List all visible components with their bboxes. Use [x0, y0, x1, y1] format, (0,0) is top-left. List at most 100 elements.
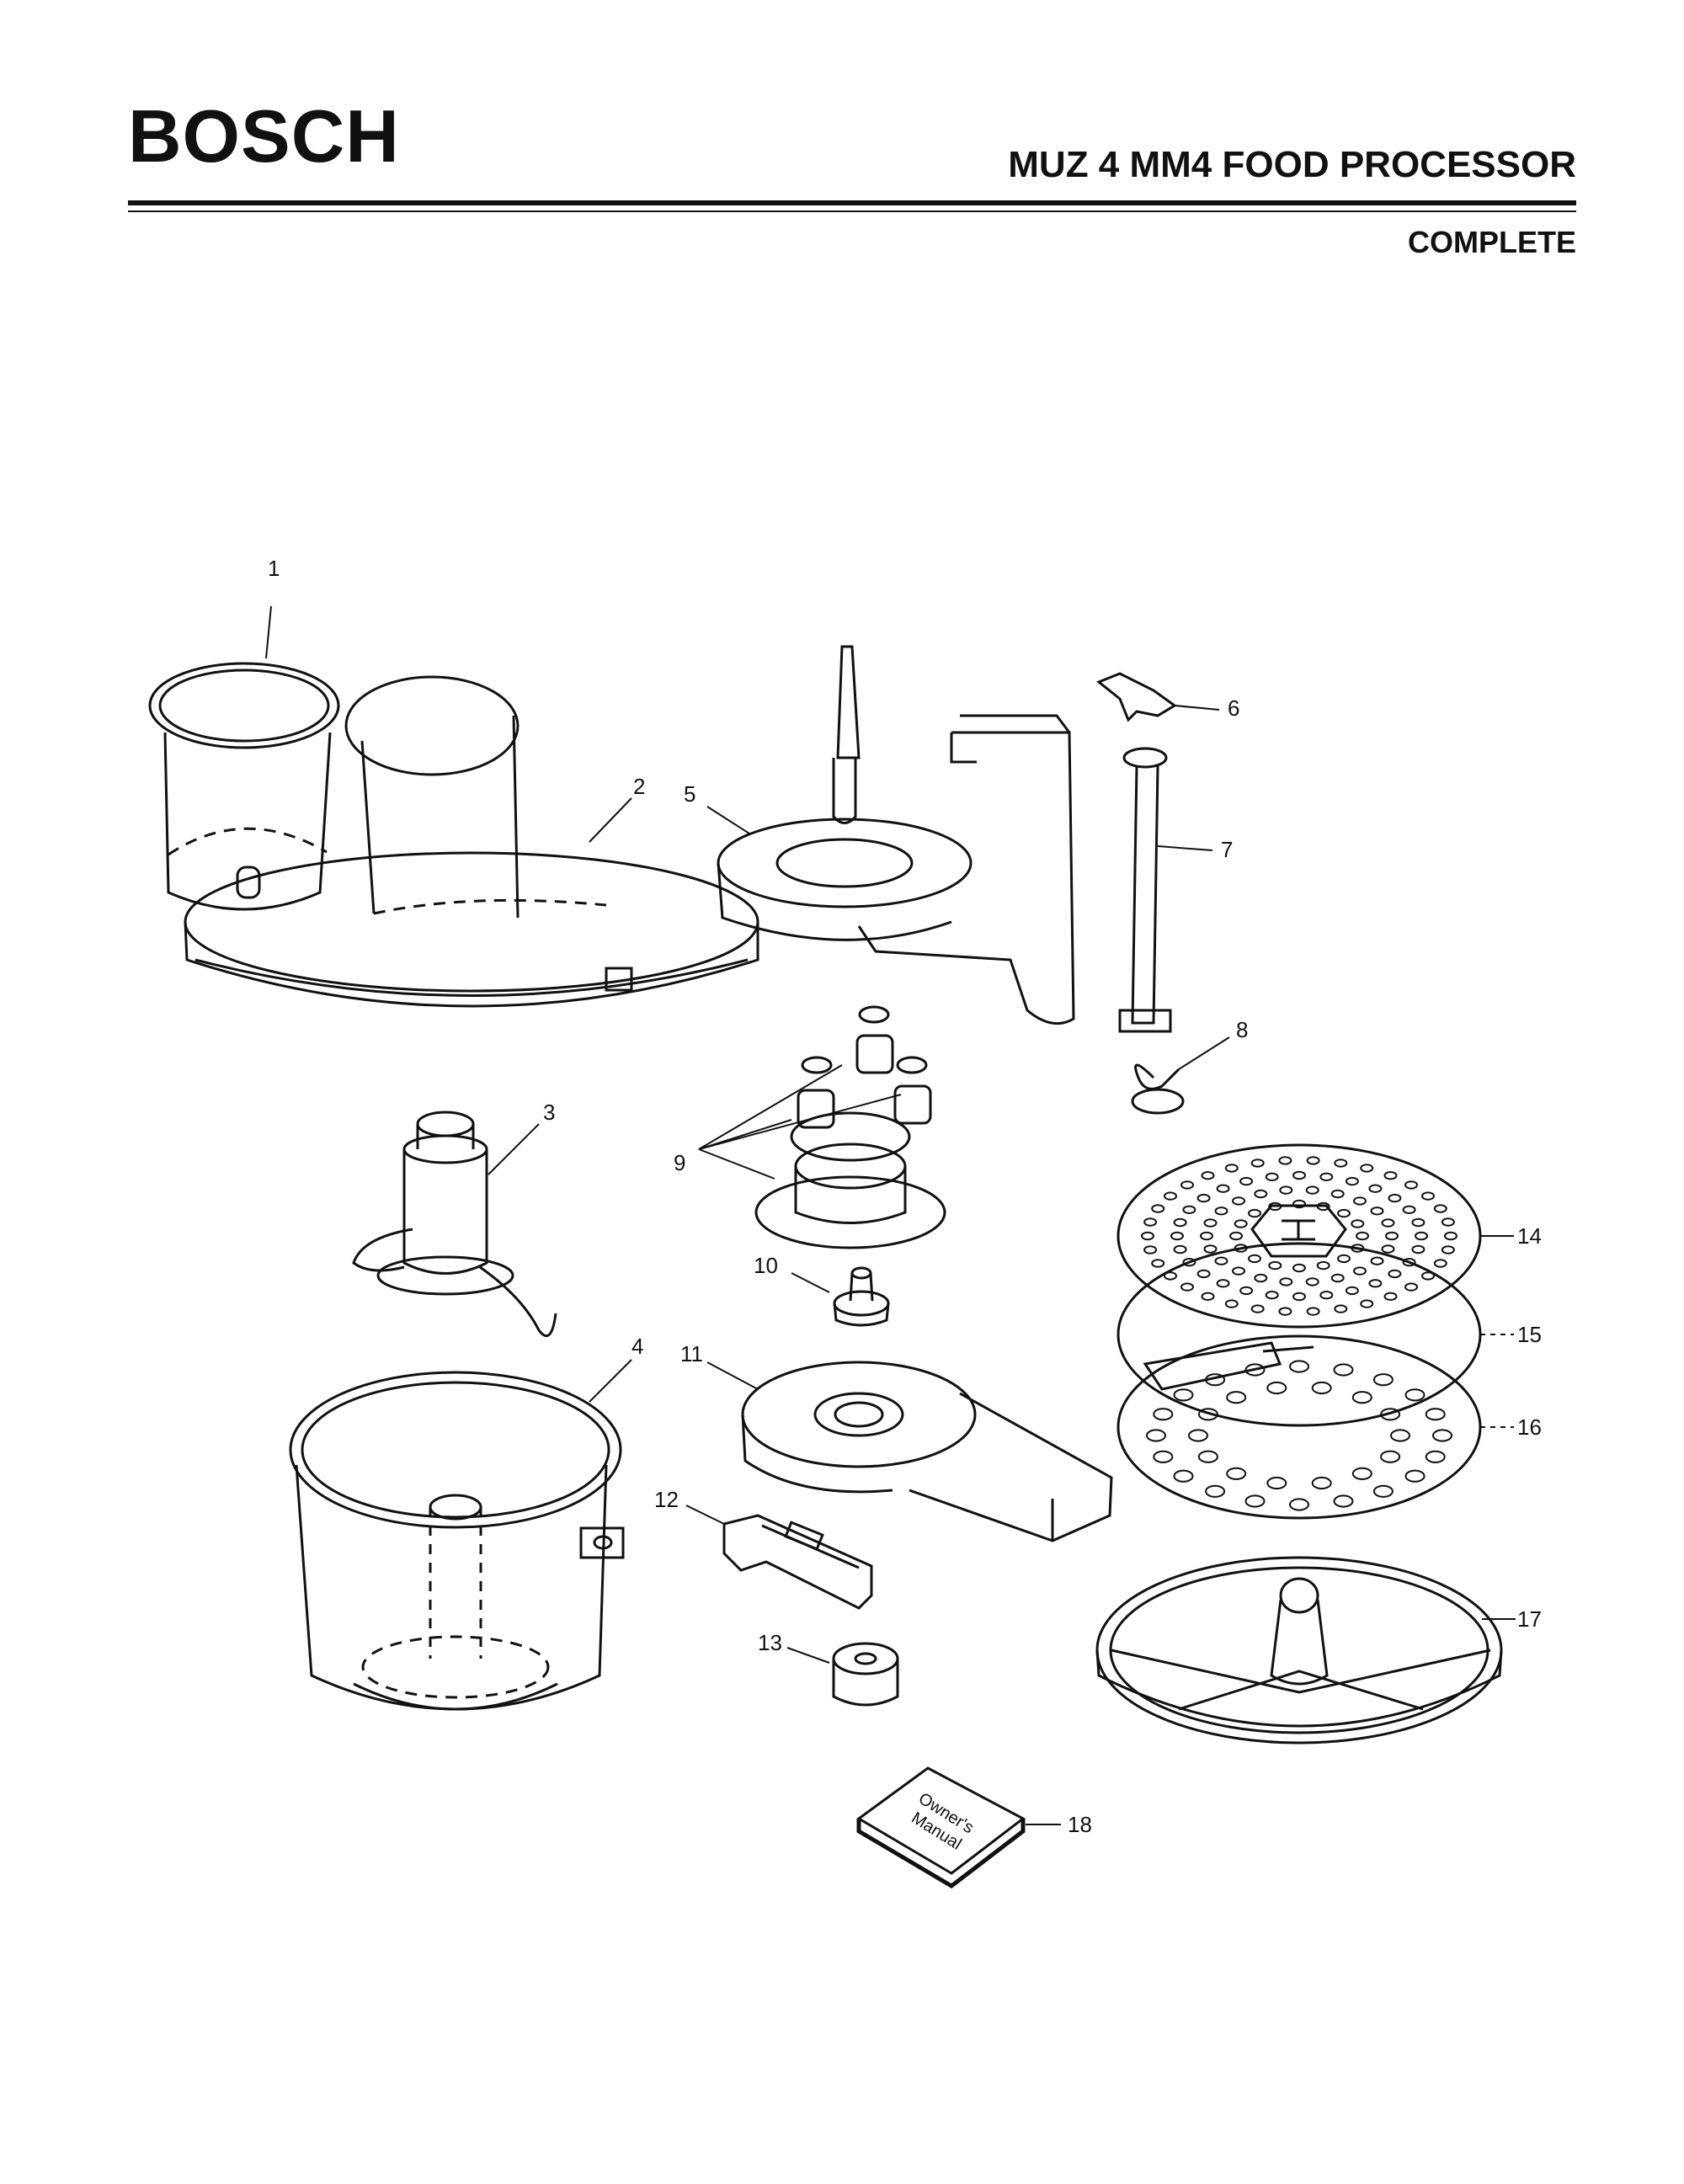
perforation-hole: [1151, 1204, 1165, 1213]
callout-labels: 1 2 3 4 5 6 7 8 9 10 11 12 13 14 15 16 1…: [268, 556, 1542, 1837]
perforation-hole: [1353, 1266, 1367, 1276]
perforation-hole: [1205, 1373, 1226, 1387]
perforation-hole: [1197, 1450, 1218, 1463]
perforation-hole: [1330, 1189, 1345, 1199]
callout-7: 7: [1221, 837, 1233, 862]
perforation-hole: [1214, 1256, 1228, 1265]
callout-13: 13: [758, 1630, 782, 1655]
perforation-hole: [1311, 1381, 1332, 1395]
perforation-hole: [1333, 1363, 1354, 1377]
perforation-hole: [1164, 1271, 1177, 1281]
perforation-hole: [1381, 1244, 1395, 1254]
perforation-hole: [1433, 1259, 1447, 1268]
perforation-hole: [1370, 1207, 1384, 1216]
perforation-hole: [1289, 1360, 1309, 1373]
perforation-hole: [1203, 1244, 1218, 1254]
page-title: MUZ 4 MM4 FOOD PROCESSOR: [1008, 144, 1576, 185]
perforation-hole: [1248, 1208, 1261, 1218]
perforation-hole: [1372, 1484, 1394, 1498]
callout-9: 9: [674, 1150, 685, 1175]
perforation-hole: [1239, 1286, 1254, 1296]
callout-12: 12: [654, 1487, 679, 1512]
part-18-owners-manual: [856, 1766, 1061, 1889]
part-10-coupling: [791, 1266, 890, 1327]
callout-10: 10: [754, 1253, 778, 1278]
perforation-hole: [1182, 1205, 1196, 1215]
callout-8: 8: [1236, 1017, 1248, 1042]
perforation-hole: [1216, 1184, 1230, 1193]
perforation-hole: [1334, 1304, 1348, 1313]
perforation-hole: [1383, 1292, 1398, 1302]
part-14-grating-disc: [1116, 1143, 1514, 1329]
perforation-hole: [1353, 1196, 1367, 1206]
perforation-hole: [1360, 1164, 1374, 1173]
perforation-hole: [1351, 1467, 1372, 1480]
perforation-hole: [1311, 1476, 1332, 1490]
perforation-hole: [1250, 1159, 1265, 1168]
perforation-hole: [1266, 1476, 1287, 1490]
perforation-hole: [1244, 1363, 1266, 1377]
perforation-hole: [1421, 1271, 1435, 1281]
perforation-hole: [1425, 1450, 1446, 1463]
perforation-hole: [1278, 1307, 1292, 1316]
perforation-hole: [1441, 1217, 1455, 1227]
part-12-bracket: [685, 1505, 873, 1610]
perforation-hole: [1173, 1217, 1187, 1228]
perforation-hole: [1196, 1269, 1211, 1279]
perforation-hole: [1200, 1231, 1213, 1241]
perforation-hole: [1197, 1408, 1218, 1421]
perforation-hole: [1289, 1498, 1309, 1511]
perforation-hole: [1356, 1231, 1369, 1241]
perforation-hole: [1196, 1193, 1211, 1203]
perforation-hole: [1226, 1391, 1247, 1404]
perforation-hole: [1404, 1180, 1418, 1190]
perforation-hole: [1404, 1388, 1426, 1402]
callout-2: 2: [633, 774, 645, 799]
perforation-hole: [1151, 1259, 1165, 1268]
perforation-hole: [1372, 1373, 1394, 1387]
perforation-hole: [1305, 1277, 1319, 1286]
perforation-hole: [1143, 1217, 1158, 1227]
perforation-hole: [1306, 1156, 1320, 1165]
callout-5: 5: [684, 781, 695, 807]
callout-11: 11: [680, 1341, 703, 1366]
perforation-hole: [1316, 1201, 1330, 1212]
perforation-hole: [1180, 1180, 1194, 1190]
callout-18: 18: [1068, 1812, 1092, 1837]
perforation-hole: [1432, 1429, 1452, 1442]
perforation-hole: [1279, 1185, 1293, 1195]
perforation-hole: [1146, 1429, 1166, 1442]
callout-1: 1: [268, 556, 280, 581]
perforation-hole: [1411, 1217, 1426, 1228]
perforation-hole: [1351, 1219, 1365, 1228]
perforation-hole: [1265, 1172, 1279, 1182]
part-7-shaft: [1118, 747, 1213, 1033]
perforation-hole: [1234, 1219, 1248, 1228]
perforation-hole: [1380, 1450, 1401, 1463]
perforation-hole: [1278, 1156, 1292, 1165]
perforation-hole: [1268, 1260, 1282, 1270]
perforation-hole: [1433, 1204, 1447, 1213]
perforation-hole: [1239, 1176, 1254, 1186]
perforation-hole: [1388, 1193, 1402, 1203]
perforation-hole: [1360, 1299, 1374, 1308]
perforation-hole: [1381, 1218, 1395, 1228]
perforation-hole: [1216, 1279, 1230, 1288]
manual-cover-text: Owner's Manual: [908, 1789, 977, 1853]
perforation-hole: [1203, 1218, 1218, 1228]
perforation-hole: [1254, 1273, 1268, 1283]
perforation-hole: [1229, 1231, 1243, 1241]
perforation-hole: [1411, 1244, 1426, 1254]
perforation-hole: [1292, 1292, 1306, 1302]
callout-17: 17: [1517, 1606, 1542, 1632]
perforation-hole: [1441, 1245, 1455, 1254]
perforation-hole: [1188, 1429, 1208, 1442]
perforation-hole: [1305, 1185, 1319, 1195]
part-15-slicing-disc: [1116, 1242, 1514, 1427]
callout-15: 15: [1517, 1322, 1542, 1347]
header-rule-thin: [128, 210, 1576, 212]
page-subtitle: COMPLETE: [1407, 225, 1576, 259]
perforation-hole: [1333, 1494, 1354, 1508]
perforation-hole: [1214, 1207, 1228, 1216]
